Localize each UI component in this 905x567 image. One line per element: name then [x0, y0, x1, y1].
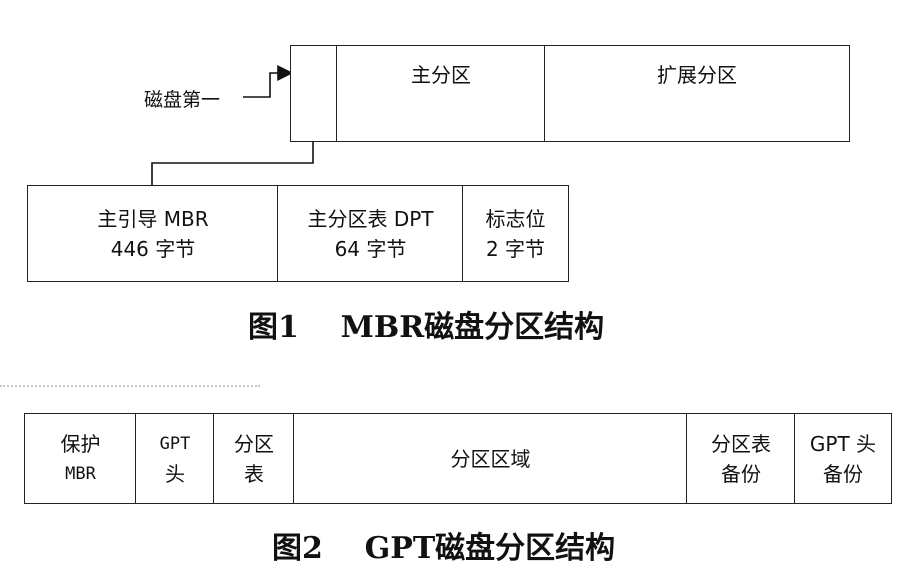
dpt-size: 64 字节 — [334, 236, 407, 261]
gpt-header-line2: 头 — [165, 461, 185, 486]
protective-mbr-line1: 保护 — [60, 431, 101, 456]
flag-size: 2 字节 — [485, 236, 546, 261]
primary-partition-label: 主分区 — [411, 63, 471, 87]
mbr-name: 主引导 MBR — [97, 206, 209, 231]
first-sector-cell — [290, 45, 338, 142]
partition-area-cell: 分区区域 — [293, 413, 688, 504]
flag-name: 标志位 — [485, 206, 546, 231]
partition-table-backup-line2: 备份 — [721, 461, 761, 486]
partition-table-line1: 分区 — [234, 431, 274, 456]
partition-table-backup-line1: 分区表 — [711, 431, 771, 456]
dpt-name: 主分区表 DPT — [307, 206, 434, 231]
gpt-header-backup-cell: GPT 头 备份 — [794, 413, 892, 504]
extended-partition-label: 扩展分区 — [657, 63, 737, 87]
partition-area-label: 分区区域 — [450, 446, 531, 471]
primary-partition-cell: 主分区 — [336, 45, 546, 142]
dpt-cell: 主分区表 DPT 64 字节 — [277, 185, 464, 282]
gpt-header-backup-line1: GPT 头 — [809, 431, 877, 456]
gpt-header-backup-line2: 备份 — [822, 461, 863, 486]
gpt-header-cell: GPT 头 — [135, 413, 215, 504]
protective-mbr-cell: 保护 MBR — [24, 413, 137, 504]
figure2-caption: 图2 GPT磁盘分区结构 — [272, 531, 616, 566]
first-sector-label: 磁盘第一 — [144, 89, 221, 111]
detail-bracket — [151, 141, 314, 186]
flag-cell: 标志位 2 字节 — [462, 185, 569, 282]
pointer-arrow — [243, 65, 294, 98]
partition-table-cell: 分区 表 — [213, 413, 295, 504]
gpt-header-line1: GPT — [159, 433, 191, 454]
mbr-size: 446 字节 — [110, 236, 196, 261]
partition-table-backup-cell: 分区表 备份 — [686, 413, 796, 504]
extended-partition-cell: 扩展分区 — [544, 45, 850, 142]
protective-mbr-line2: MBR — [65, 463, 96, 484]
scan-artifact-line — [0, 385, 260, 387]
mbr-cell: 主引导 MBR 446 字节 — [27, 185, 279, 282]
figure1-caption: 图1 MBR磁盘分区结构 — [248, 310, 605, 345]
partition-table-line2: 表 — [244, 461, 264, 486]
